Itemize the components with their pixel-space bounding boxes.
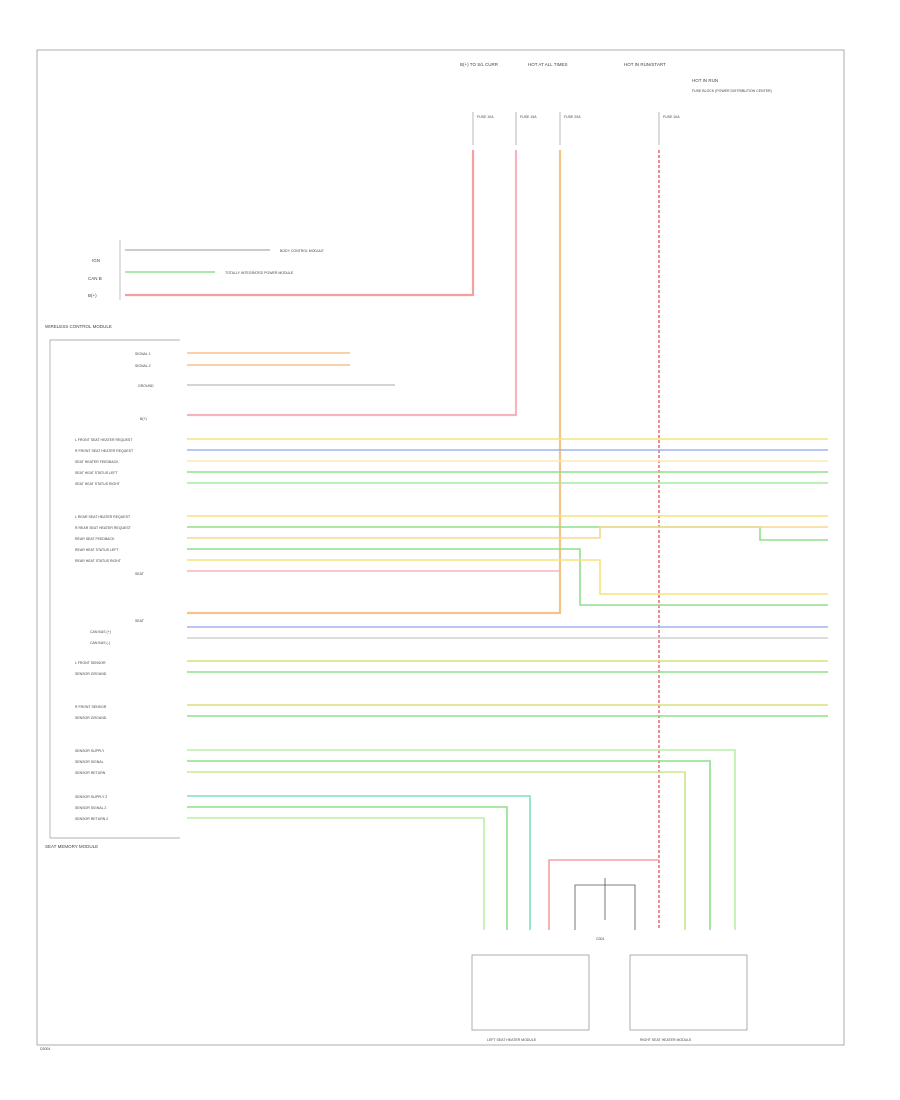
fuse-label-2: FUSE 15A [520, 115, 537, 119]
pin-label: R FRONT SEAT HEATER REQUEST [75, 449, 134, 453]
wire-yellow-bend [187, 559, 828, 595]
bottom-section-title: SEAT MEMORY MODULE [45, 844, 98, 849]
pin-label: SENSOR SIGNAL [75, 760, 104, 764]
pin-group-3: SEAT CAN BUS (+) CAN BUS (-) [90, 619, 828, 645]
pin-label: SENSOR SIGNAL 2 [75, 806, 106, 810]
upper-left-label-ign: IGN [92, 258, 100, 263]
pin-label: R REAR SEAT HEATER REQUEST [75, 526, 132, 530]
fuses: FUSE 10A FUSE 15A FUSE 20A FUSE 10A [472, 112, 680, 145]
upper-left-note-2: TOTALLY INTEGRATED POWER MODULE [225, 271, 294, 275]
pin-label: REAR HEAT STATUS LEFT [75, 548, 119, 552]
wire-red-jumper [548, 859, 659, 930]
right-module-title: RIGHT SEAT HEATER MODULE [640, 1038, 692, 1042]
pin-label: REAR HEAT STATUS RIGHT [75, 559, 122, 563]
pin-group-a: SIGNAL 1 SIGNAL 2 GROUND B(+) [135, 352, 395, 421]
wire-teal [187, 795, 531, 930]
pin-label: SEAT HEAT STATUS LEFT [75, 471, 118, 475]
pin-label: SENSOR GROUND [75, 672, 107, 676]
right-seat-heater-module [629, 954, 748, 1031]
top-connector-label-3: HOT IN RUN/START [624, 62, 666, 67]
pin-group-7: SENSOR SUPPLY 2 SENSOR SIGNAL 2 SENSOR R… [75, 795, 531, 930]
pin-label: SENSOR RETURN 2 [75, 817, 108, 821]
wire-yellow-bend [187, 526, 828, 539]
bottom-modules: LEFT SEAT HEATER MODULE RIGHT SEAT HEATE… [471, 954, 748, 1042]
upper-left-label-batt: B(+) [88, 293, 97, 298]
fuse-label-1: FUSE 10A [477, 115, 494, 119]
trunk-wires [125, 150, 660, 930]
top-connector-label-4: HOT IN RUN [692, 78, 718, 83]
pin-group-4: L FRONT SENSOR SENSOR GROUND [75, 660, 828, 676]
left-module-title: LEFT SEAT HEATER MODULE [487, 1038, 537, 1042]
fuse-label-3: FUSE 20A [564, 115, 581, 119]
wire-lightgreen [187, 749, 736, 930]
fuse-label-4: FUSE 10A [663, 115, 680, 119]
pin-label: L REAR SEAT HEATER REQUEST [75, 515, 131, 519]
wire-green [187, 760, 711, 930]
pin-label: L FRONT SENSOR [75, 661, 106, 665]
top-connectors: B(+) TO S/L CURR HOT AT ALL TIMES HOT IN… [460, 62, 772, 93]
pin-label: SEAT [135, 572, 145, 576]
footer-code: D3004 [40, 1047, 50, 1051]
upper-left-block: IGN CAN B B(+) BODY CONTROL MODULE TOTAL… [88, 240, 324, 300]
pin-label: SENSOR RETURN [75, 771, 106, 775]
top-connector-label-2: HOT AT ALL TIMES [528, 62, 568, 67]
pin-label: CAN BUS (-) [90, 641, 110, 645]
pin-label: CAN BUS (+) [90, 630, 111, 634]
upper-left-label-canb: CAN B [88, 276, 102, 281]
upper-left-note-1: BODY CONTROL MODULE [280, 249, 324, 253]
top-connector-label-1: B(+) TO S/L CURR [460, 62, 499, 67]
pin-label: GROUND [138, 384, 154, 388]
diagram-frame [36, 49, 845, 1046]
pin-label: SEAT HEAT STATUS RIGHT [75, 482, 121, 486]
pin-label: B(+) [140, 417, 147, 421]
wire-green-bend [187, 526, 828, 541]
ground-label: G301 [596, 937, 605, 941]
module-bracket [49, 339, 180, 839]
top-note: FUSE BLOCK (POWER DISTRIBUTION CENTER) [692, 89, 772, 93]
pin-group-5: R FRONT SENSOR SENSOR GROUND [75, 704, 828, 720]
pin-label: SEAT [135, 619, 145, 623]
pin-label: SIGNAL 1 [135, 352, 151, 356]
wire-yellowgreen [187, 771, 686, 930]
pin-label: SENSOR SUPPLY [75, 749, 105, 753]
pin-group-6: SENSOR SUPPLY SENSOR SIGNAL SENSOR RETUR… [75, 749, 736, 930]
pin-label: SENSOR SUPPLY 2 [75, 795, 107, 799]
wire-lightgreen [187, 817, 485, 930]
bottom-wiring: G301 [548, 859, 659, 941]
wire-pink-2 [187, 150, 518, 417]
pin-label: REAR SEAT FEEDBACK [75, 537, 115, 541]
pin-label: L FRONT SEAT HEATER REQUEST [75, 438, 133, 442]
pin-label: SIGNAL 2 [135, 364, 151, 368]
pin-group-1: L FRONT SEAT HEATER REQUEST R FRONT SEAT… [75, 438, 828, 486]
wire-red-1 [125, 150, 475, 297]
pin-group-2: L REAR SEAT HEATER REQUEST R REAR SEAT H… [75, 515, 828, 606]
left-seat-heater-module [471, 954, 590, 1031]
wire-green-bend [187, 548, 828, 606]
wire-green [187, 806, 508, 930]
pin-label: R FRONT SENSOR [75, 705, 107, 709]
section-title: WIRELESS CONTROL MODULE [45, 324, 112, 329]
pin-label: SEAT HEATER FEEDBACK [75, 460, 119, 464]
pin-label: SENSOR GROUND [75, 716, 107, 720]
wire-orange-3 [187, 150, 562, 615]
